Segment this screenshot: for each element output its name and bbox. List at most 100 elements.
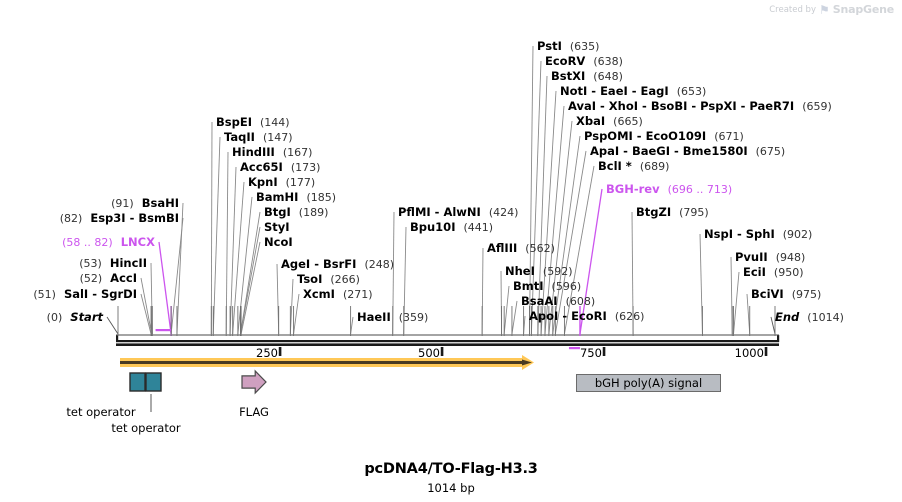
leader-line-ncoi xyxy=(240,241,261,335)
ruler-tick-1000 xyxy=(764,347,768,356)
site-position: (675) xyxy=(755,145,786,158)
site-label-nspi-sphi[interactable]: NspI - SphI (902) xyxy=(704,228,812,240)
site-position: (638) xyxy=(593,55,623,68)
site-label-btgzi[interactable]: BtgZI (795) xyxy=(636,205,709,219)
site-name: BtgI xyxy=(264,205,291,219)
site-name: BamHI xyxy=(256,190,299,204)
site-label-xbai[interactable]: XbaI (665) xyxy=(576,115,643,128)
feature-label-text: bGH poly(A) signal xyxy=(594,376,703,390)
leader-line-xbai xyxy=(548,120,573,335)
site-label-bcivi[interactable]: BciVI (975) xyxy=(751,287,821,301)
site-label-bgh-rev[interactable]: BGH-rev (696 .. 713) xyxy=(606,182,733,196)
site-label-kpni[interactable]: KpnI (177) xyxy=(248,176,315,188)
site-label-bsahi[interactable]: (91) BsaHI xyxy=(111,197,179,209)
site-label-pflmi-alwni[interactable]: PflMI - AlwNI (424) xyxy=(398,205,518,219)
site-position: (248) xyxy=(364,258,395,271)
ruler-label-1000: 1000 xyxy=(734,346,764,360)
site-label-ncoi[interactable]: NcoI xyxy=(264,236,293,248)
site-label-acc65i[interactable]: Acc65I (173) xyxy=(240,160,321,174)
backbone-line-top xyxy=(116,340,779,343)
site-position: (167) xyxy=(282,146,313,159)
site-label-pvuii[interactable]: PvuII (948) xyxy=(735,251,805,263)
leader-line-apai-baegi xyxy=(554,150,587,335)
feature-label-tet-operator-1[interactable]: tet operator xyxy=(66,405,136,419)
site-label-esp3i-bsmbi[interactable]: (82) Esp3I - BsmBI xyxy=(60,211,179,225)
site-label-bclii[interactable]: BclI * (689) xyxy=(598,160,670,173)
plasmid-length: 1014 bp xyxy=(427,481,475,495)
site-position: (696 .. 713) xyxy=(667,183,733,196)
leader-line-bspei xyxy=(210,121,213,335)
site-label-apoi-ecori[interactable]: ApoI - EcoRI (626) xyxy=(529,310,644,322)
site-label-pspomi-ecoo109i[interactable]: PspOMI - EcoO109I (671) xyxy=(584,129,744,143)
site-label-afliii[interactable]: AflIII (562) xyxy=(487,241,555,255)
site-position: (659) xyxy=(802,100,832,113)
watermark-prefix: Created by xyxy=(769,4,816,15)
site-position: (689) xyxy=(639,160,670,173)
site-label-end[interactable]: End (1014) xyxy=(775,311,844,323)
site-label-hindiii[interactable]: HindIII (167) xyxy=(232,146,313,159)
site-name: PflMI - AlwNI xyxy=(398,205,481,219)
site-label-agei-bsrfi[interactable]: AgeI - BsrFI (248) xyxy=(281,258,395,271)
site-name: BciVI xyxy=(751,287,784,301)
site-label-bpu10i[interactable]: Bpu10I (441) xyxy=(410,221,493,233)
leader-line-bsaai xyxy=(511,300,518,335)
site-position: (653) xyxy=(676,85,707,98)
site-label-bamhi[interactable]: BamHI (185) xyxy=(256,190,336,204)
site-label-hincii[interactable]: (53) HincII xyxy=(79,257,147,269)
feature-shape-tet-operator-1[interactable] xyxy=(129,372,146,392)
orf-arrow-head-core xyxy=(522,359,532,366)
site-label-start[interactable]: (0) Start xyxy=(47,311,103,323)
site-name: BGH-rev xyxy=(606,182,660,196)
site-position: (635) xyxy=(569,40,600,53)
site-label-lncx[interactable]: (58 .. 82) LNCX xyxy=(62,236,155,248)
site-label-apai-baegi[interactable]: ApaI - BaeGI - Bme1580I (675) xyxy=(590,144,786,158)
site-label-avai-xhoi[interactable]: AvaI - XhoI - BsoBI - PspXI - PaeR7I (65… xyxy=(568,99,832,113)
site-name: PspOMI - EcoO109I xyxy=(584,129,707,143)
backbone-line-bottom xyxy=(116,343,779,346)
site-label-btgi[interactable]: BtgI (189) xyxy=(264,205,328,219)
feature-shape-flag-tag[interactable] xyxy=(241,369,267,395)
site-label-bsaai[interactable]: BsaAI (608) xyxy=(521,295,595,307)
site-label-psti[interactable]: PstI (635) xyxy=(537,40,600,53)
feature-label-tet-operator-2[interactable]: tet operator xyxy=(111,421,181,435)
site-name: AflIII xyxy=(487,241,518,255)
leader-line-kpni xyxy=(232,181,245,335)
site-name: HaeII xyxy=(357,310,391,324)
feature-shape-tet-operator-2[interactable] xyxy=(145,372,162,392)
backbone-start-cap xyxy=(116,335,119,342)
site-name: ApaI - BaeGI - Bme1580I xyxy=(590,144,748,158)
site-label-styi[interactable]: StyI xyxy=(264,221,290,233)
site-position: (665) xyxy=(613,115,643,128)
site-name: BtgZI xyxy=(636,205,672,219)
site-label-tsoi[interactable]: TsoI (266) xyxy=(297,273,360,285)
site-name: Esp3I - BsmBI xyxy=(90,211,179,225)
feature-bgh-polya[interactable]: bGH poly(A) signal xyxy=(576,374,721,392)
site-name: XcmI xyxy=(303,287,335,301)
site-label-haeii[interactable]: HaeII (359) xyxy=(357,310,428,324)
leader-line-end xyxy=(770,316,776,335)
site-name: BspEI xyxy=(216,115,252,129)
backbone-end-cap xyxy=(777,335,780,342)
site-name: AccI xyxy=(110,271,137,285)
ruler-label-250: 250 xyxy=(256,346,278,360)
site-label-ecii[interactable]: EciI (950) xyxy=(743,266,804,278)
site-name: Acc65I xyxy=(240,160,283,174)
site-label-bmti[interactable]: BmtI (596) xyxy=(513,280,581,292)
site-position: (147) xyxy=(262,131,293,144)
site-label-noti-eaei-eagi[interactable]: NotI - EaeI - EagI (653) xyxy=(560,85,707,98)
site-label-bspei[interactable]: BspEI (144) xyxy=(216,115,290,129)
site-label-nhei[interactable]: NheI (592) xyxy=(505,265,573,277)
site-position: (173) xyxy=(290,161,321,174)
site-label-acci[interactable]: (52) AccI xyxy=(80,271,137,285)
orf-arrow-core xyxy=(120,361,524,364)
site-label-sali-sgrdi[interactable]: (51) SalI - SgrDI xyxy=(33,288,137,301)
site-label-bstxi[interactable]: BstXI (648) xyxy=(551,70,623,82)
site-label-ecorv[interactable]: EcoRV (638) xyxy=(545,55,623,68)
site-label-taqii[interactable]: TaqII (147) xyxy=(224,131,293,144)
feature-label-flag-tag[interactable]: FLAG xyxy=(239,405,269,419)
site-position: (51) xyxy=(33,288,56,301)
site-label-xcmi[interactable]: XcmI (271) xyxy=(303,287,373,301)
site-name: AvaI - XhoI - BsoBI - PspXI - PaeR7I xyxy=(568,99,795,113)
site-position: (795) xyxy=(679,206,709,219)
leader-line-xcmi xyxy=(293,293,300,335)
